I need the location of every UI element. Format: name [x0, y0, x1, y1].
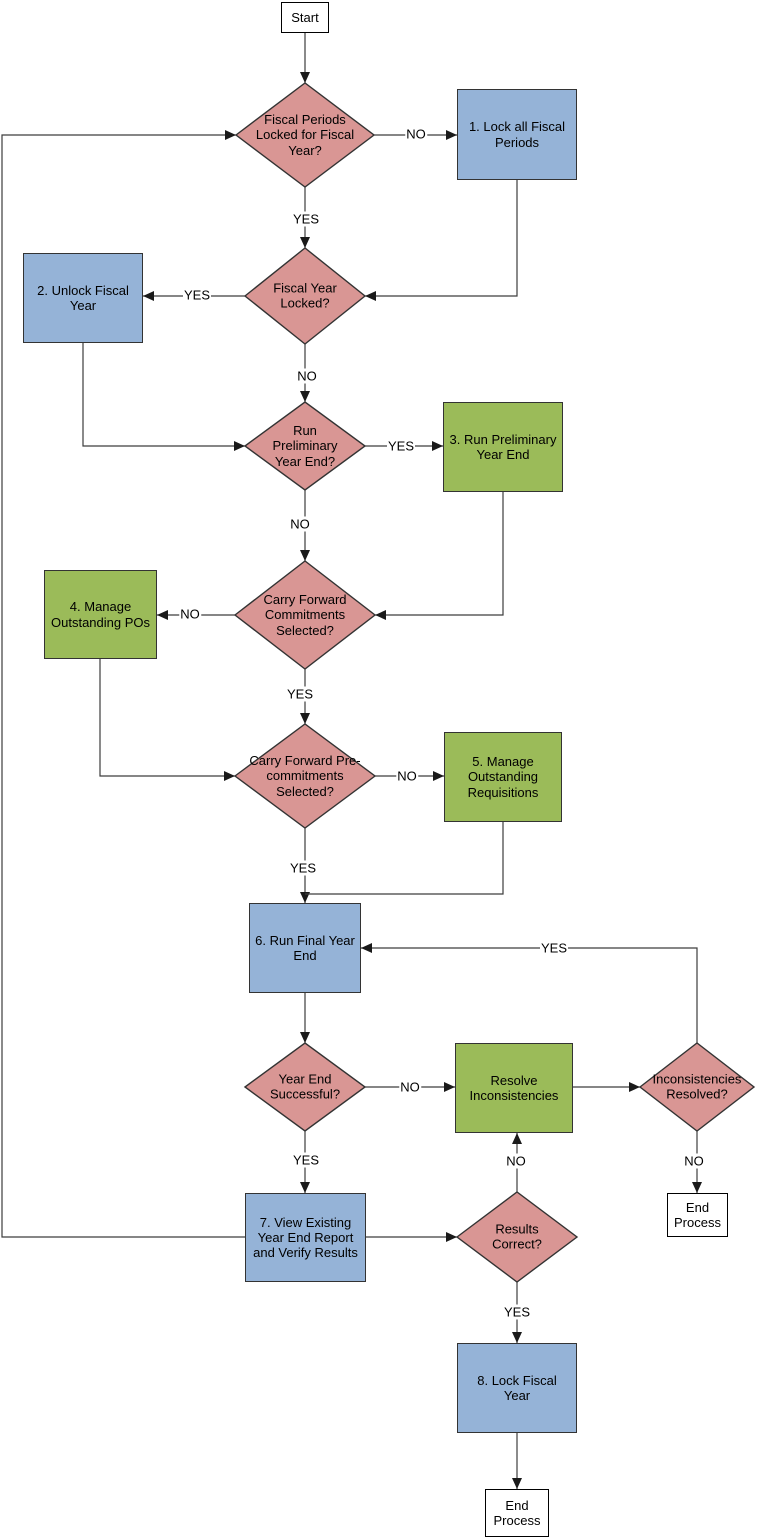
node-end-process-right-label: End Process — [674, 1199, 721, 1230]
node-run-preliminary-decision — [243, 401, 367, 491]
node-lock-all-fiscal-periods-label: 1. Lock all Fiscal Periods — [468, 119, 566, 150]
node-carry-forward-precommitments-decision — [233, 723, 377, 829]
edge-label-periods-locked-yes: YES — [291, 211, 321, 227]
node-resolve-inconsistencies-label: Resolve Inconsistencies — [469, 1072, 559, 1103]
node-lock-all-fiscal-periods: 1. Lock all Fiscal Periods — [457, 89, 577, 180]
node-results-correct-decision — [455, 1191, 579, 1283]
node-carry-forward-commitments-label: Carry Forward Commitments Selected? — [263, 592, 347, 638]
node-carry-forward-precommitments-label: Carry Forward Pre-commitments Selected? — [249, 753, 361, 799]
node-manage-outstanding-requisitions-label: 5. Manage Outstanding Requisitions — [467, 754, 539, 800]
edge-label-commitments-yes: YES — [285, 686, 315, 702]
node-year-end-successful-decision — [243, 1042, 367, 1132]
edge-label-precommitments-yes: YES — [288, 860, 318, 876]
node-resolve-inconsistencies: Resolve Inconsistencies — [455, 1043, 573, 1133]
node-inconsistencies-resolved-decision — [638, 1042, 756, 1132]
node-view-existing-report: 7. View Existing Year End Report and Ver… — [245, 1193, 366, 1282]
edge-label-year-locked-no: NO — [296, 368, 318, 384]
node-run-final-year-end: 6. Run Final Year End — [249, 903, 361, 993]
edge-report-feedback-to-periods-locked — [1, 130, 245, 1238]
edge-label-results-yes: YES — [502, 1304, 532, 1320]
edge-label-resolved-no: NO — [683, 1153, 705, 1169]
node-lock-fiscal-year: 8. Lock Fiscal Year — [457, 1343, 577, 1433]
edge-label-successful-yes: YES — [291, 1152, 321, 1168]
node-end-process-bottom-label: End Process — [493, 1497, 541, 1528]
edge-unlock-to-run-prelim — [82, 343, 245, 451]
node-year-end-successful-label: Year End Successful? — [269, 1071, 341, 1102]
node-carry-forward-commitments-decision — [233, 560, 377, 670]
node-run-final-year-end-label: 6. Run Final Year End — [255, 932, 355, 963]
node-run-preliminary-decision-label: Run Preliminary Year End? — [272, 423, 338, 469]
node-end-process-bottom: End Process — [485, 1489, 549, 1537]
node-run-preliminary-year-end-label: 3. Run Preliminary Year End — [449, 431, 557, 462]
node-unlock-fiscal-year-label: 2. Unlock Fiscal Year — [37, 282, 129, 313]
node-fiscal-year-locked-decision — [243, 247, 367, 345]
edge-label-successful-no: NO — [399, 1079, 421, 1095]
edge-pos-to-precommitments — [99, 659, 235, 781]
edge-label-periods-locked-no: NO — [405, 126, 427, 142]
node-fiscal-year-locked-label: Fiscal Year Locked? — [273, 280, 337, 311]
edge-label-run-prelim-no: NO — [289, 516, 311, 532]
node-unlock-fiscal-year: 2. Unlock Fiscal Year — [23, 253, 143, 343]
node-run-preliminary-year-end: 3. Run Preliminary Year End — [443, 402, 563, 492]
edge-prelim-to-commitments — [375, 492, 504, 620]
node-fiscal-periods-locked-label: Fiscal Periods Locked for Fiscal Year? — [255, 112, 355, 158]
node-fiscal-periods-locked-decision — [234, 82, 376, 188]
node-inconsistencies-resolved-label: Inconsistencies Resolved? — [652, 1071, 742, 1102]
edge-requisitions-join — [305, 822, 504, 895]
edge-lock-periods-to-year-locked — [365, 180, 518, 301]
node-manage-outstanding-requisitions: 5. Manage Outstanding Requisitions — [444, 732, 562, 822]
edge-label-precommitments-no: NO — [396, 768, 418, 784]
node-manage-outstanding-pos-label: 4. Manage Outstanding POs — [51, 599, 150, 630]
node-results-correct-label: Results Correct? — [492, 1221, 542, 1252]
node-lock-fiscal-year-label: 8. Lock Fiscal Year — [477, 1372, 557, 1403]
edge-resolved-yes — [361, 943, 698, 1043]
node-end-process-right: End Process — [667, 1193, 728, 1237]
edge-label-resolved-yes: YES — [539, 940, 569, 956]
edge-label-results-no: NO — [505, 1153, 527, 1169]
edge-label-year-locked-yes: YES — [182, 287, 212, 303]
node-start: Start — [281, 2, 329, 33]
edge-label-run-prelim-yes: YES — [386, 438, 416, 454]
node-start-label: Start — [291, 9, 319, 25]
edge-label-commitments-no: NO — [179, 606, 201, 622]
node-view-existing-report-label: 7. View Existing Year End Report and Ver… — [253, 1214, 358, 1261]
node-manage-outstanding-pos: 4. Manage Outstanding POs — [44, 570, 157, 659]
